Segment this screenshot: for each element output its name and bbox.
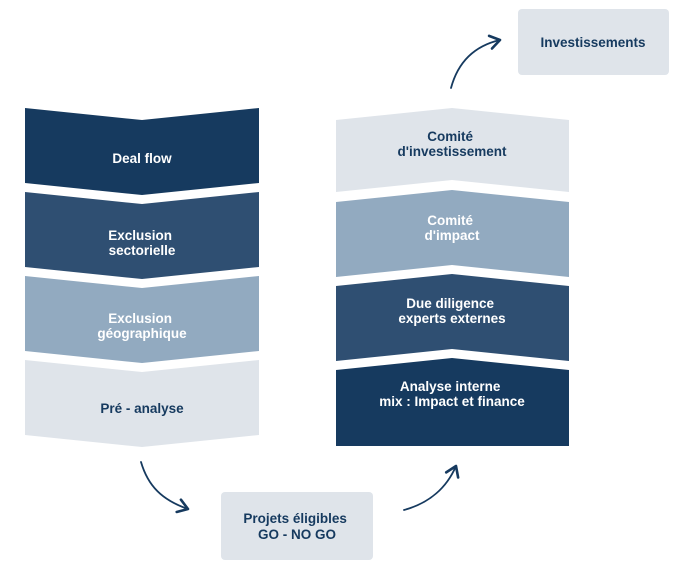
- left-step-deal-flow: Deal flow: [25, 108, 259, 195]
- right-step-due-diligence-label: Due diligence experts externes: [398, 296, 505, 326]
- left-step-exclusion-sectorielle: Exclusion sectorielle: [25, 192, 259, 279]
- right-step-comite-investissement-shape: [336, 108, 569, 192]
- right-step-comite-investissement: Comité d'investissement: [336, 108, 569, 192]
- left-step-pre-analyse-shape: [25, 360, 259, 447]
- right-step-comite-impact: Comité d'impact: [336, 190, 569, 277]
- investments-box-shape: [518, 9, 669, 75]
- right-step-comite-investissement-label: Comité d'investissement: [397, 129, 507, 159]
- left-column: Deal flow Exclusion sectorielle Exclusio…: [25, 108, 259, 447]
- left-step-deal-flow-shape: [25, 108, 259, 195]
- arrow-to-investments: [450, 34, 502, 89]
- arrow-to-eligible-projects: [140, 461, 190, 514]
- right-step-comite-impact-shape: [336, 190, 569, 277]
- investments-box: Investissements: [518, 9, 669, 75]
- left-step-exclusion-geographique-label: Exclusion géographique: [97, 311, 187, 341]
- left-step-exclusion-sectorielle-shape: [25, 192, 259, 279]
- left-step-deal-flow-label: Deal flow: [112, 151, 172, 166]
- right-step-analyse-interne: Analyse interne mix : Impact et finance: [336, 358, 569, 446]
- flow-arrows: [140, 34, 502, 514]
- investments-box-label: Investissements: [540, 35, 645, 50]
- left-step-pre-analyse-label: Pré - analyse: [100, 401, 184, 416]
- left-step-exclusion-geographique-shape: [25, 276, 259, 363]
- right-step-comite-impact-label: Comité d'impact: [425, 213, 480, 243]
- arrow-to-internal-analysis: [403, 464, 460, 511]
- left-step-exclusion-geographique: Exclusion géographique: [25, 276, 259, 363]
- right-step-due-diligence: Due diligence experts externes: [336, 274, 569, 361]
- eligible-projects-box-label: Projets éligibles GO - NO GO: [243, 511, 350, 542]
- right-step-due-diligence-shape: [336, 274, 569, 361]
- right-column: Comité d'investissement Comité d'impact …: [336, 108, 569, 446]
- right-step-analyse-interne-label: Analyse interne mix : Impact et finance: [379, 379, 525, 409]
- eligible-projects-box: Projets éligibles GO - NO GO: [221, 492, 373, 560]
- eligible-projects-box-shape: [221, 492, 373, 560]
- left-step-pre-analyse: Pré - analyse: [25, 360, 259, 447]
- right-step-analyse-interne-shape: [336, 358, 569, 446]
- left-step-exclusion-sectorielle-label: Exclusion sectorielle: [108, 228, 176, 258]
